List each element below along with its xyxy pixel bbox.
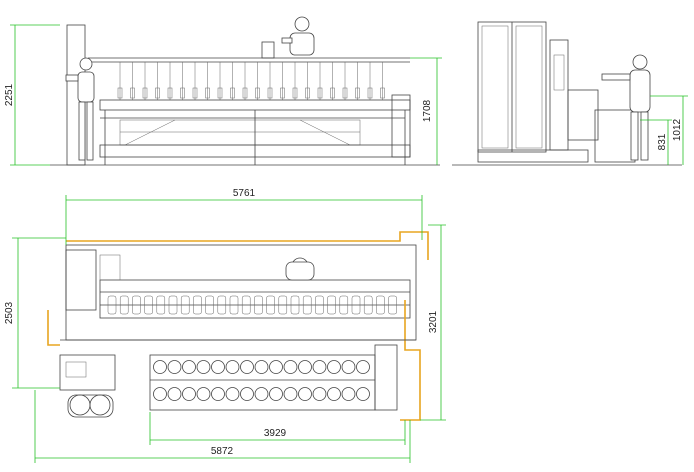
bottle <box>211 360 225 374</box>
filling-head <box>388 295 397 315</box>
plan-view-bottle-row-bottom <box>153 387 370 401</box>
filler-nozzle <box>367 87 373 99</box>
bottle <box>356 360 370 374</box>
filler-nozzle <box>130 87 135 99</box>
operator-figure-side-top <box>281 16 315 56</box>
filler-nozzle <box>242 87 248 99</box>
filling-head <box>254 295 263 315</box>
filling-head <box>119 295 129 315</box>
filling-head <box>193 295 202 315</box>
bottle <box>269 360 283 374</box>
side-view: 2251 1708 <box>4 16 442 166</box>
filler-nozzle <box>355 87 360 99</box>
dim-end-height-top: 1012 <box>672 118 683 141</box>
bottle <box>283 387 298 401</box>
filler-nozzle <box>167 87 173 99</box>
bottle <box>225 387 240 401</box>
dim-plan-length-overall: 5872 <box>211 446 234 457</box>
plan-view-bottle-row-top <box>153 360 370 374</box>
dim-plan-length-conveyor: 3929 <box>264 428 287 439</box>
bottle <box>341 387 356 401</box>
dim-end-height-table: 831 <box>657 133 668 150</box>
dim-plan-depth-right: 3201 <box>428 310 439 333</box>
filling-head <box>217 295 227 315</box>
filler-nozzle <box>305 87 310 99</box>
bottle <box>196 387 211 401</box>
bottle <box>167 387 182 401</box>
bottle <box>298 360 312 374</box>
filling-head <box>144 295 153 315</box>
filling-head <box>339 295 349 315</box>
filling-head <box>278 295 288 315</box>
plan-view: 5761 2503 3201 3929 5872 <box>4 188 446 463</box>
filler-nozzle <box>292 87 298 99</box>
bottle <box>211 387 225 401</box>
plan-view-filling-heads <box>107 295 397 315</box>
operator-figure-end <box>601 54 651 161</box>
filling-head <box>266 295 275 315</box>
filler-nozzle <box>255 87 260 99</box>
filler-nozzle <box>192 87 198 99</box>
bottle <box>182 360 196 374</box>
filling-head <box>327 295 336 315</box>
bottle <box>254 360 269 374</box>
filling-head <box>351 295 361 315</box>
filler-nozzle <box>205 87 210 99</box>
filling-head <box>205 295 214 315</box>
filler-nozzle <box>280 87 285 99</box>
filling-head <box>290 295 300 315</box>
bottle <box>298 387 312 401</box>
end-view: 831 1012 <box>452 21 688 166</box>
bottle <box>153 387 167 401</box>
filling-head <box>156 295 166 315</box>
filler-nozzle <box>180 87 185 99</box>
filling-head <box>315 295 324 315</box>
bottle <box>327 387 341 401</box>
filler-nozzle <box>155 87 160 99</box>
operator-figure-side-left <box>65 57 95 161</box>
dim-side-height-frame: 1708 <box>422 99 433 122</box>
filling-head <box>241 295 251 315</box>
filling-head <box>302 295 312 315</box>
side-view-tubes <box>117 62 385 100</box>
filler-nozzle <box>380 87 385 99</box>
filling-head <box>229 295 239 315</box>
bottle <box>269 387 283 401</box>
bottle <box>167 360 182 374</box>
bottle <box>240 360 254 374</box>
filler-nozzle <box>142 87 148 99</box>
filling-head <box>180 295 190 315</box>
bottle <box>283 360 298 374</box>
filler-nozzle <box>342 87 348 99</box>
bottle <box>254 387 269 401</box>
bottle <box>312 387 327 401</box>
bottle <box>327 360 341 374</box>
bottle <box>240 387 254 401</box>
bottle <box>182 387 196 401</box>
filler-nozzle <box>230 87 235 99</box>
filler-nozzle <box>330 87 335 99</box>
filler-nozzle <box>217 87 223 99</box>
filler-nozzle <box>117 87 123 99</box>
bottle <box>225 360 240 374</box>
dim-plan-length-top: 5761 <box>233 188 256 199</box>
operator-figure-plan <box>285 257 315 281</box>
bottle <box>341 360 356 374</box>
bottle <box>356 387 370 401</box>
filling-head <box>363 295 373 315</box>
dim-plan-depth-left: 2503 <box>4 301 15 324</box>
bottle <box>196 360 211 374</box>
filler-nozzle <box>317 87 323 99</box>
dim-side-height-overall: 2251 <box>4 83 15 106</box>
filling-head <box>168 295 178 315</box>
filling-head <box>376 295 385 315</box>
filling-head <box>107 295 117 315</box>
bottle <box>153 360 167 374</box>
filler-nozzle <box>267 87 273 99</box>
filling-head <box>132 295 141 315</box>
bottle <box>312 360 327 374</box>
